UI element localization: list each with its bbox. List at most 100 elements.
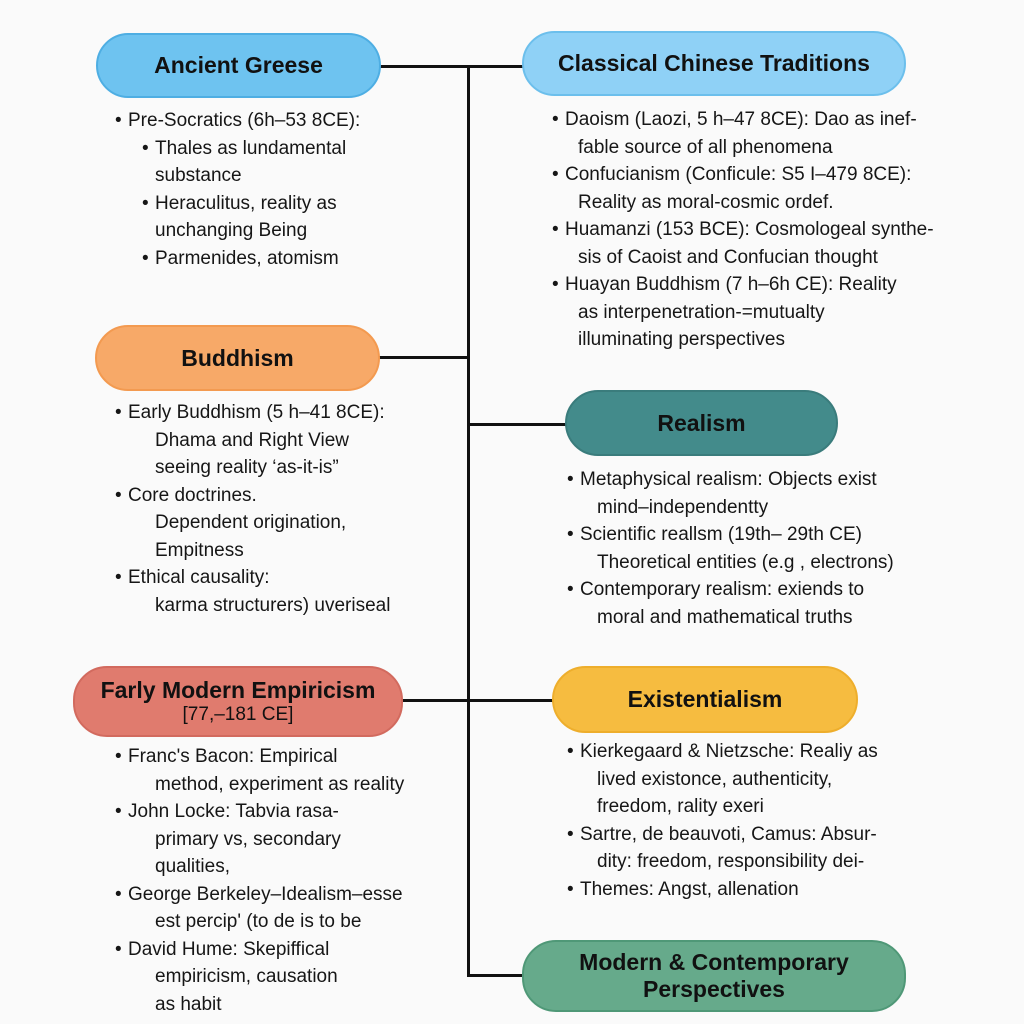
bullet-continuation: seeing reality ‘as-it-is” [155, 457, 339, 478]
list-empiricism: • Franc's Bacon: Empirical method, experim… [115, 743, 405, 1019]
node-title: Modern & Contemporary [579, 949, 849, 975]
bullet-icon: • [567, 524, 574, 545]
bullet-continuation: as habit [155, 993, 222, 1015]
bullet-text: George Berkeley–Idealism–esse [128, 883, 403, 905]
bullet-text: Ethical causality: [128, 567, 270, 588]
node-title: Buddhism [181, 344, 294, 371]
bullet-icon: • [142, 247, 149, 269]
bullet-icon: • [552, 274, 559, 295]
bullet-text: Scientific reallsm (19th– 29th CE) [580, 524, 862, 545]
node-subtitle: [77,–181 CE] [182, 704, 294, 725]
bullet-text: Huamanzi (153 BCE): Cosmologeal synthe- [565, 219, 934, 240]
bullet-item: • Scientific reallsm (19th– 29th CE) Theor… [567, 521, 894, 576]
bullet-continuation: as interpenetration-=mutualty [578, 301, 825, 323]
node-buddhism: Buddhism [95, 325, 380, 391]
bullet-text: Contemporary realism: exiends to [580, 579, 865, 600]
bullet-text: Themes: Angst, allenation [580, 878, 799, 900]
bullet-icon: • [115, 746, 122, 767]
node-realism: Realism [565, 390, 838, 456]
bullet-continuation: Reality as moral-cosmic ordef. [578, 191, 834, 213]
sub-bullet-item: • Heraculitus, reality as unchanging Being [142, 190, 360, 245]
bullet-text: Early Buddhism (5 h–41 8CE): [128, 402, 385, 423]
bullet-icon: • [115, 402, 122, 423]
bullet-item: • Kierkegaard & Nietzsche: Realiy as lived… [567, 738, 878, 821]
bullet-continuation: fable source of all phenomena [578, 136, 833, 158]
bullet-icon: • [552, 109, 559, 130]
list-ancient-greece: •Pre-Socratics (6h–53 8CE):•Thales as lu… [115, 107, 361, 273]
bullet-item: •Sartre, de beauvoti, Camus: Absur-dity:… [567, 821, 878, 876]
bullet-continuation: freedom, rality exeri [597, 796, 764, 817]
bullet-text: Daoism (Laozi, 5 h–47 8CE): Dao as inef- [565, 109, 917, 130]
bullet-item: • George Berkeley–Idealism–esse est percip… [115, 881, 404, 936]
bullet-item: • Huamanzi (153 BCE): Cosmologeal synthe-… [552, 216, 934, 271]
bullet-icon: • [567, 469, 574, 490]
bullet-continuation: empiricism, causation [155, 966, 338, 987]
connector-ancient-chinese [380, 65, 523, 68]
bullet-continuation: Empitness [155, 539, 244, 561]
bullet-continuation: dity: freedom, responsibility dei- [597, 851, 865, 872]
list-existentialism: • Kierkegaard & Nietzsche: Realiy as lived… [567, 738, 878, 904]
bullet-text: Parmenides, atomism [155, 247, 339, 269]
bullet-text: Confucianism (Conficule: S5 I–479 8CE): [565, 164, 912, 185]
bullet-continuation: illuminating perspectives [578, 329, 785, 350]
bullet-item: • Themes: Angst, allenation [567, 876, 878, 904]
bullet-continuation: lived existonce, authenticity, [597, 768, 833, 790]
bullet-continuation: primary vs, secondary [155, 828, 341, 850]
node-title: Farly Modern Empiricism [100, 677, 376, 703]
bullet-icon: • [115, 801, 122, 822]
bullet-icon: • [115, 110, 122, 131]
bullet-continuation: mind–independentty [597, 496, 769, 518]
bullet-item: • Franc's Bacon: Empirical method, experim… [115, 743, 405, 798]
bullet-continuation: Theoretical entities (e.g , electrons) [597, 551, 894, 573]
bullet-continuation: sis of Caoist and Confucian thought [578, 246, 878, 268]
bullet-continuation: karma structurers) uveriseal [155, 594, 391, 616]
bullet-text: Sartre, de beauvoti, Camus: Absur- [580, 823, 877, 845]
bullet-icon: • [115, 938, 122, 960]
bullet-continuation: moral and mathematical truths [597, 606, 853, 628]
node-existentialism: Existentialism [552, 666, 858, 733]
bullet-text: Pre-Socratics (6h–53 8CE): [128, 110, 361, 131]
node-title: Classical Chinese Traditions [558, 50, 870, 76]
bullet-text: Kierkegaard & Nietzsche: Realiy as [580, 741, 878, 762]
list-buddhism: • Early Buddhism (5 h–41 8CE): Dhama and R… [115, 399, 391, 619]
bullet-icon: • [115, 883, 122, 905]
bullet-text: Franc's Bacon: Empirical [128, 746, 338, 767]
bullet-item: •Ethical causality:karma structurers) uv… [115, 564, 391, 619]
bullet-text: Core doctrines. [128, 484, 257, 506]
node-title-line2: Perspectives [643, 976, 785, 1002]
connector-realism [468, 423, 567, 426]
bullet-item: • Pre-Socratics (6h–53 8CE): [115, 107, 361, 135]
node-title: Existentialism [627, 686, 783, 712]
trunk-line [467, 65, 470, 977]
node-early-modern-empiricism: Farly Modern Empiricism [77,–181 CE] [73, 666, 403, 737]
sub-bullet-item: • Parmenides, atomism [142, 245, 360, 273]
bullet-text: Heraculitus, reality as [155, 192, 337, 214]
bullet-icon: • [142, 192, 149, 214]
bullet-continuation: unchanging Being [155, 220, 308, 241]
connector-buddhism [378, 356, 469, 359]
bullet-continuation: est percip' (to de is to be [155, 911, 362, 932]
bullet-text: John Locke: Tabvia rasa- [128, 801, 339, 822]
bullet-icon: • [567, 741, 574, 762]
bullet-continuation: Dhama and Right View [155, 429, 349, 451]
node-modern-contemporary: Modern & Contemporary Perspectives [522, 940, 906, 1012]
bullet-continuation: method, experiment as reality [155, 773, 405, 795]
bullet-icon: • [567, 878, 574, 900]
node-title: Ancient Greese [154, 52, 323, 78]
connector-empiricism-existentialism [400, 699, 554, 702]
bullet-item: • David Hume: Skepiffical empiricism, caus… [115, 936, 404, 1019]
bullet-continuation: qualities, [155, 856, 230, 877]
bullet-icon: • [115, 484, 122, 506]
bullet-icon: • [552, 219, 559, 240]
node-ancient-greece: Ancient Greese [96, 33, 381, 98]
bullet-text: Thales as lundamental [155, 137, 347, 159]
connector-modern [468, 974, 524, 977]
bullet-item: •Core doctrines.Dependent origination,Em… [115, 482, 390, 565]
bullet-item: • Daoism (Laozi, 5 h–47 8CE): Dao as inef… [552, 106, 934, 161]
bullet-text: David Hume: Skepiffical [128, 938, 330, 960]
